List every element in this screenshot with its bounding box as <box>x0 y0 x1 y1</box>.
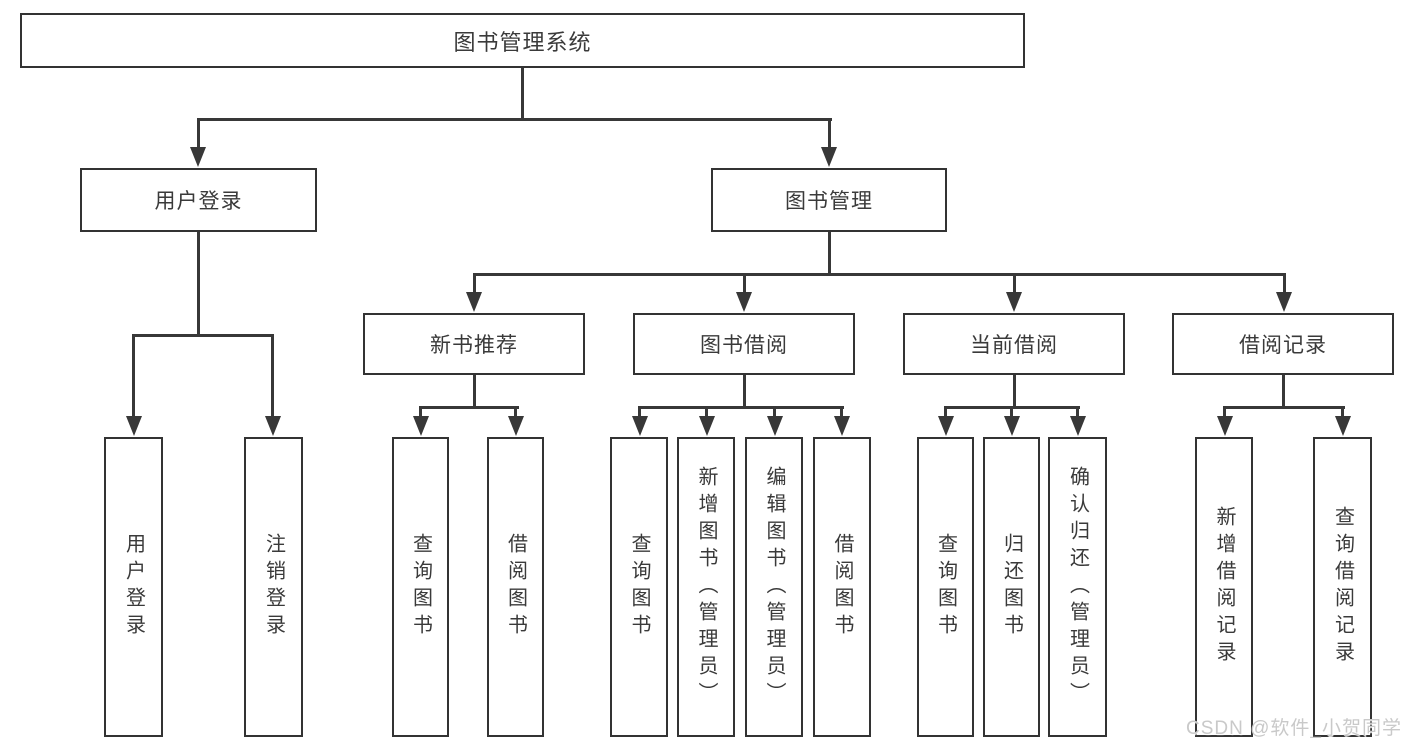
arrow-down-icon <box>1276 292 1292 312</box>
leaf-return-book: 归还图书 <box>983 437 1040 737</box>
connector-line <box>828 120 831 149</box>
leaf-borrow-book-label: 借阅图书 <box>831 533 853 641</box>
connector-line <box>197 118 832 121</box>
connector-line <box>197 120 200 149</box>
leaf-edit-book-admin: 编辑图书（管理员） <box>745 437 803 737</box>
leaf-user-login: 用户登录 <box>104 437 163 737</box>
connector-line <box>828 232 831 276</box>
connector-line <box>1223 408 1226 418</box>
leaf-borrow-book-recommend-label: 借阅图书 <box>504 533 527 641</box>
arrow-down-icon <box>1217 416 1233 436</box>
connector-line <box>1010 408 1013 418</box>
connector-line <box>944 408 947 418</box>
connector-line <box>743 375 746 409</box>
arrow-down-icon <box>1004 416 1020 436</box>
node-current-borrow-label: 当前借阅 <box>970 334 1058 357</box>
connector-line <box>419 406 519 409</box>
arrow-down-icon <box>1070 416 1086 436</box>
connector-line <box>521 68 524 120</box>
connector-line <box>773 408 776 418</box>
arrow-down-icon <box>190 147 206 167</box>
connector-line <box>419 408 422 418</box>
leaf-edit-book-admin-label: 编辑图书（管理员） <box>763 465 785 709</box>
arrow-down-icon <box>767 416 783 436</box>
connector-line <box>473 275 476 295</box>
connector-line <box>132 336 135 418</box>
arrow-down-icon <box>834 416 850 436</box>
leaf-query-borrow-record: 查询借阅记录 <box>1313 437 1372 737</box>
connector-line <box>944 406 1080 409</box>
connector-line <box>1282 375 1285 409</box>
node-current-borrow: 当前借阅 <box>903 313 1125 375</box>
connector-line <box>197 232 200 337</box>
arrow-down-icon <box>126 416 142 436</box>
node-book-management-label: 图书管理 <box>785 190 873 213</box>
leaf-query-book: 查询图书 <box>610 437 668 737</box>
arrow-down-icon <box>1006 292 1022 312</box>
node-borrow-record: 借阅记录 <box>1172 313 1394 375</box>
leaf-user-login-label: 用户登录 <box>122 533 145 641</box>
connector-line <box>473 375 476 409</box>
arrow-down-icon <box>413 416 429 436</box>
connector-line <box>271 336 274 418</box>
connector-line <box>1076 408 1079 418</box>
leaf-query-borrow-record-label: 查询借阅记录 <box>1331 506 1354 668</box>
arrow-down-icon <box>736 292 752 312</box>
connector-line <box>132 334 274 337</box>
leaf-query-book-recommend-label: 查询图书 <box>409 533 432 641</box>
connector-line <box>638 406 844 409</box>
node-root-label: 图书管理系统 <box>453 29 592 55</box>
leaf-return-book-label: 归还图书 <box>1000 533 1023 641</box>
node-borrow-record-label: 借阅记录 <box>1239 334 1327 357</box>
leaf-query-book-recommend: 查询图书 <box>392 437 449 737</box>
arrow-down-icon <box>938 416 954 436</box>
connector-line <box>638 408 641 418</box>
csdn-watermark: CSDN @软件_小贺同学 <box>1186 718 1402 739</box>
node-user-login-label: 用户登录 <box>154 190 243 213</box>
connector-line <box>840 408 843 418</box>
connector-line <box>1223 406 1345 409</box>
arrow-down-icon <box>699 416 715 436</box>
arrow-down-icon <box>265 416 281 436</box>
arrow-down-icon <box>632 416 648 436</box>
connector-line <box>514 408 517 418</box>
node-book-borrow-label: 图书借阅 <box>700 334 788 357</box>
leaf-query-current: 查询图书 <box>917 437 974 737</box>
leaf-borrow-book-recommend: 借阅图书 <box>487 437 544 737</box>
connector-line <box>1341 408 1344 418</box>
leaf-logout-label: 注销登录 <box>262 533 285 641</box>
leaf-confirm-return-admin: 确认归还（管理员） <box>1048 437 1107 737</box>
leaf-logout: 注销登录 <box>244 437 303 737</box>
connector-line <box>473 273 1286 276</box>
node-new-book-recommend-label: 新书推荐 <box>430 334 518 357</box>
connector-line <box>1013 275 1016 295</box>
node-new-book-recommend: 新书推荐 <box>363 313 585 375</box>
leaf-borrow-book: 借阅图书 <box>813 437 871 737</box>
node-root: 图书管理系统 <box>20 13 1025 68</box>
leaf-confirm-return-admin-label: 确认归还（管理员） <box>1066 465 1089 709</box>
node-user-login: 用户登录 <box>80 168 317 232</box>
arrow-down-icon <box>466 292 482 312</box>
connector-line <box>705 408 708 418</box>
node-book-management: 图书管理 <box>711 168 947 232</box>
connector-line <box>743 275 746 295</box>
arrow-down-icon <box>508 416 524 436</box>
leaf-add-borrow-record-label: 新增借阅记录 <box>1213 506 1235 668</box>
connector-line <box>1283 275 1286 295</box>
connector-line <box>1013 375 1016 409</box>
leaf-query-current-label: 查询图书 <box>934 533 957 641</box>
arrow-down-icon <box>1335 416 1351 436</box>
arrow-down-icon <box>821 147 837 167</box>
leaf-add-borrow-record: 新增借阅记录 <box>1195 437 1253 737</box>
leaf-add-book-admin-label: 新增图书（管理员） <box>695 465 717 709</box>
leaf-add-book-admin: 新增图书（管理员） <box>677 437 735 737</box>
node-book-borrow: 图书借阅 <box>633 313 855 375</box>
leaf-query-book-label: 查询图书 <box>628 533 650 641</box>
